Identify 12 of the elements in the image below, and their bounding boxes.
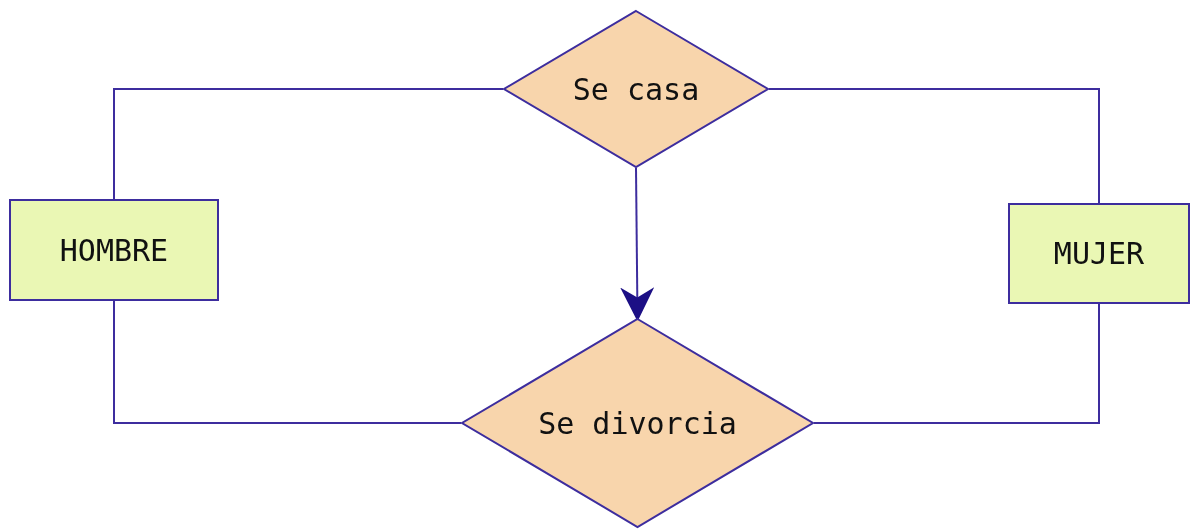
connector-line xyxy=(113,300,462,424)
entity-box xyxy=(1008,203,1190,304)
entity-box xyxy=(9,199,219,301)
connector-line xyxy=(768,88,1100,204)
relationship-label: Se casa xyxy=(572,71,700,107)
entity-label: MUJER xyxy=(1053,236,1145,271)
entity-label: HOMBRE xyxy=(59,232,169,268)
relationship-diamond xyxy=(503,10,769,168)
connector-line xyxy=(813,303,1100,424)
relationship-label: Se divorcia xyxy=(538,405,737,441)
relationship-diamond xyxy=(461,318,814,528)
connector-line xyxy=(113,88,504,200)
